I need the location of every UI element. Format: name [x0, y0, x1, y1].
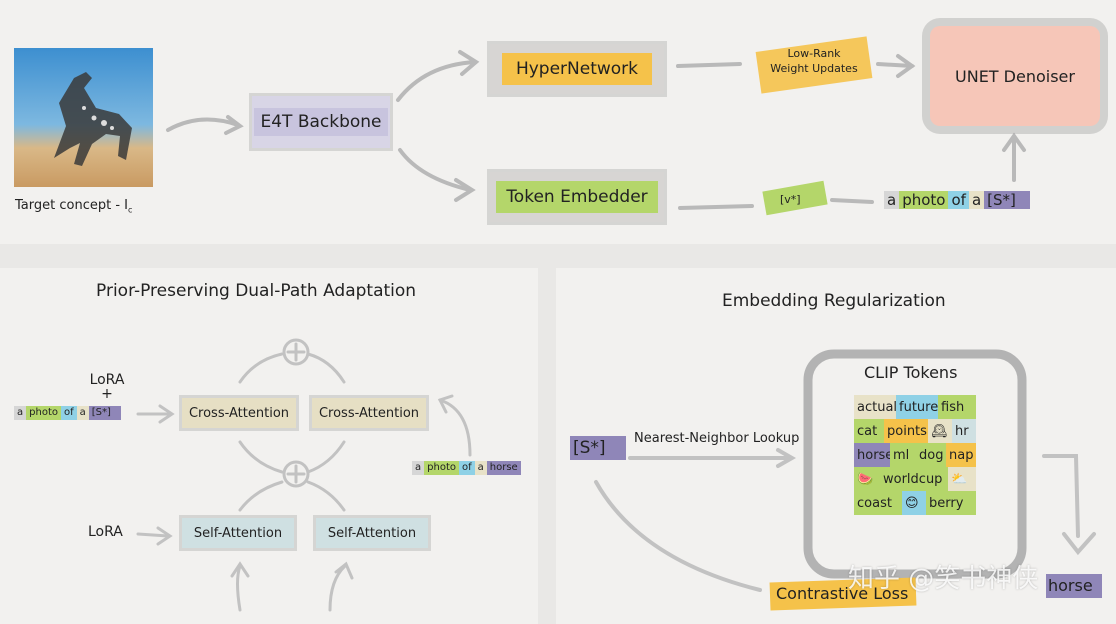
- lora-top-text: LoRA: [89, 372, 125, 388]
- weather-icon: ⛅: [948, 467, 976, 491]
- clock-icon: 🕰: [928, 419, 952, 443]
- arrow-backbone-to-hypernetwork: [396, 60, 477, 102]
- cross-attention-1: Cross-Attention: [182, 398, 296, 428]
- arrow-image-to-backbone: [166, 117, 240, 132]
- e4t-backbone-box: E4T Backbone: [252, 96, 390, 148]
- arrow-to-horse: [1042, 454, 1080, 538]
- unet-denoiser-label: UNET Denoiser: [955, 66, 1075, 86]
- hypernetwork-box: HyperNetwork: [490, 44, 664, 94]
- clip-token-grid: actual future fish cat points 🕰 hr horse…: [854, 395, 976, 515]
- clip-token: points: [884, 419, 928, 443]
- clip-token: ml: [890, 443, 916, 467]
- horse-silhouette-icon: [54, 72, 132, 166]
- arrow-contrastive: [594, 480, 762, 592]
- self-attention-2: Self-Attention: [316, 518, 428, 548]
- lora-bottom-label: LoRA: [88, 524, 123, 540]
- clip-row: 🍉 worldcup ⛅: [854, 467, 976, 491]
- clip-row: cat points 🕰 hr: [854, 419, 976, 443]
- clip-token: dog: [916, 443, 946, 467]
- target-concept-caption: Target concept - Ic: [15, 198, 132, 215]
- clip-token: future: [896, 395, 938, 419]
- token-embedder-label: Token Embedder: [496, 181, 658, 213]
- cross-attention-2: Cross-Attention: [312, 398, 426, 428]
- target-caption-sub: c: [127, 205, 133, 215]
- arrow-embedder-to-v: [678, 204, 754, 210]
- lora-top-label: LoRA +: [88, 372, 126, 402]
- left-panel-title: Prior-Preserving Dual-Path Adaptation: [96, 281, 417, 301]
- arrow-v-to-prompt: [830, 198, 874, 204]
- clip-token: fish: [938, 395, 976, 419]
- clip-token: actual: [854, 395, 897, 419]
- clip-row: coast 😊 berry: [854, 491, 976, 515]
- low-rank-line1: Low-Rank: [787, 47, 841, 60]
- horse-token: horse: [1046, 574, 1102, 598]
- self-attention-1: Self-Attention: [182, 518, 294, 548]
- watermark: 知乎 @笑书神侠: [848, 564, 1039, 594]
- right-panel-title: Embedding Regularization: [722, 291, 946, 311]
- clip-token: berry: [926, 491, 976, 515]
- horse-token-photo: photo: [424, 461, 459, 475]
- small-token-photo: photo: [26, 406, 61, 420]
- small-token-a: a: [14, 406, 27, 420]
- contrastive-loss-label: Contrastive Loss: [776, 584, 909, 603]
- s-star-token: [S*]: [570, 436, 626, 460]
- nn-lookup-label: Nearest-Neighbor Lookup: [634, 431, 800, 446]
- token-embedder-box: Token Embedder: [490, 172, 664, 222]
- clip-token: worldcup: [880, 467, 948, 491]
- cross-attention-1-label: Cross-Attention: [188, 405, 290, 421]
- cross-attention-2-label: Cross-Attention: [318, 405, 420, 421]
- horse-token-a: a: [412, 461, 425, 475]
- watermelon-icon: 🍉: [854, 467, 880, 491]
- arrow-backbone-to-embedder: [398, 148, 472, 192]
- hypernetwork-label: HyperNetwork: [501, 53, 653, 85]
- prompt-token-a2: a: [968, 191, 985, 209]
- horse-token-a2: a: [474, 461, 487, 475]
- clip-token: hr: [952, 419, 976, 443]
- clip-token: horse: [854, 443, 893, 467]
- horse-token-horse: horse: [486, 461, 521, 475]
- arrow-hyper-to-lowrank: [676, 62, 742, 68]
- clip-token: cat: [854, 419, 884, 443]
- self-attention-1-label: Self-Attention: [193, 525, 283, 541]
- small-token-a2: a: [76, 406, 89, 420]
- low-rank-text: Low-Rank Weight Updates: [764, 46, 864, 76]
- self-attention-2-label: Self-Attention: [327, 525, 417, 541]
- clip-token: nap: [946, 443, 976, 467]
- horse-token-of: of: [458, 461, 475, 475]
- clip-tokens-frame: [803, 349, 1027, 579]
- clip-row: horse ml dog nap: [854, 443, 976, 467]
- clip-row: actual future fish: [854, 395, 976, 419]
- unet-denoiser-box: UNET Denoiser: [930, 26, 1100, 126]
- e4t-backbone-label: E4T Backbone: [254, 108, 388, 136]
- low-rank-line2: Weight Updates: [770, 62, 858, 75]
- small-token-s-star: [S*]: [88, 406, 121, 420]
- target-concept-image: [14, 48, 153, 187]
- v-star-label: [v*]: [780, 193, 801, 206]
- prompt-token-a: a: [884, 191, 900, 209]
- left-panel: [0, 268, 538, 624]
- clip-token: coast: [854, 491, 902, 515]
- prompt-token-photo: photo: [899, 191, 949, 209]
- plus-sign: +: [101, 386, 113, 402]
- smile-icon: 😊: [902, 491, 926, 515]
- small-token-of: of: [60, 406, 77, 420]
- clip-tokens-title: CLIP Tokens: [864, 363, 958, 382]
- prompt-token-s-star: [S*]: [984, 191, 1031, 209]
- prompt-token-of: of: [948, 191, 969, 209]
- arrow-lowrank-to-unet: [876, 62, 914, 68]
- target-caption-text: Target concept - I: [15, 198, 128, 213]
